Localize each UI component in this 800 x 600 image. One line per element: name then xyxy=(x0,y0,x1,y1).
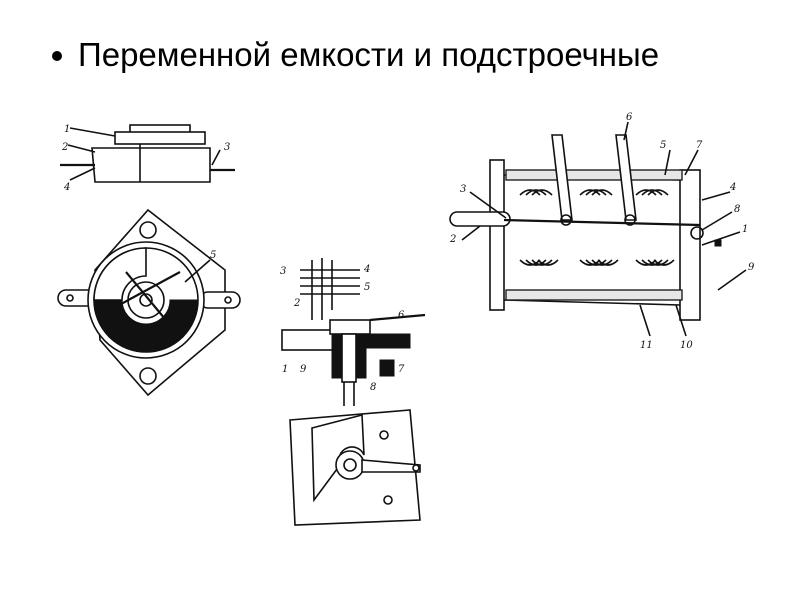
left-label-1: 1 xyxy=(64,124,70,135)
stator-levers xyxy=(551,134,722,247)
slide-title: Переменной емкости и подстроечные xyxy=(52,36,659,74)
variable-capacitor-drawing: 6 5 7 3 4 8 2 1 9 11 10 xyxy=(449,112,755,351)
bullet-icon xyxy=(52,51,62,61)
right-label-5: 5 xyxy=(660,140,666,151)
middle-label-2: 2 xyxy=(293,298,300,309)
right-label-11: 11 xyxy=(640,340,653,351)
right-label-1: 1 xyxy=(742,224,748,235)
left-label-4: 4 xyxy=(63,182,70,193)
right-label-7: 7 xyxy=(696,140,703,151)
middle-label-6: 6 xyxy=(398,310,405,321)
right-label-3: 3 xyxy=(460,184,466,195)
left-label-3: 3 xyxy=(224,142,230,153)
left-label-2: 2 xyxy=(61,142,68,153)
capacitor-plates xyxy=(519,189,675,266)
right-label-4: 4 xyxy=(729,182,736,193)
right-label-2: 2 xyxy=(449,234,456,245)
middle-label-4: 4 xyxy=(363,264,370,275)
middle-label-7: 7 xyxy=(398,364,405,375)
trimmer-section-drawing: 3 4 5 2 6 1 9 7 8 xyxy=(280,258,426,526)
middle-label-1: 1 xyxy=(282,364,288,375)
right-label-9: 9 xyxy=(748,262,755,273)
section-view xyxy=(281,258,426,406)
trimmer-top-view xyxy=(57,208,241,397)
trimmer-side-view xyxy=(60,124,235,183)
left-label-5: 5 xyxy=(210,250,216,261)
right-label-6: 6 xyxy=(626,112,633,123)
middle-label-3: 3 xyxy=(280,266,286,277)
right-label-8: 8 xyxy=(734,204,740,215)
middle-label-8: 8 xyxy=(370,382,376,393)
middle-label-9: 9 xyxy=(300,364,307,375)
capacitor-frame xyxy=(449,159,701,321)
title-text: Переменной емкости и подстроечные xyxy=(78,36,660,73)
trimmer-capacitor-drawing: 1 2 3 4 5 xyxy=(57,124,241,397)
middle-label-5: 5 xyxy=(364,282,370,293)
bottom-view xyxy=(289,409,421,526)
leader-lines xyxy=(461,121,747,337)
right-label-10: 10 xyxy=(680,340,693,351)
